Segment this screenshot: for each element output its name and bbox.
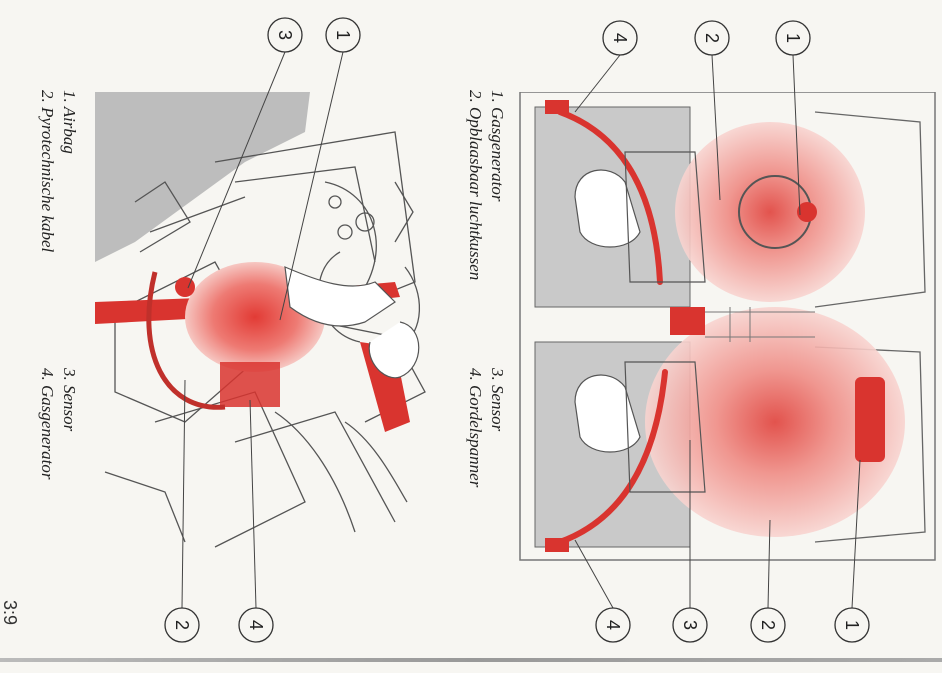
page-number: 3:9 (0, 600, 20, 626)
callout-left-airbag: 1 (333, 29, 354, 40)
cabin-top-view-svg (519, 92, 936, 561)
driver-airbag-glow (675, 122, 865, 302)
passenger-airbag-glow (645, 307, 905, 537)
gas-generator (220, 362, 280, 407)
windshield-panel (95, 92, 310, 262)
callout-right-sensor: 3 (680, 619, 701, 630)
driver-gas-generator (797, 202, 817, 222)
callout-right-generator-bottom: 1 (842, 619, 863, 630)
callout-left-generator: 4 (246, 619, 267, 630)
pyrotechnic-cable (146, 271, 226, 410)
dashboard-front-left (814, 111, 926, 308)
driver-airbag-side-illustration (95, 92, 430, 562)
driver-figure (284, 266, 420, 379)
interior-lines (705, 307, 815, 342)
callout-right-cushion-bottom: 2 (758, 619, 779, 630)
occupants (574, 151, 706, 493)
callout-right-cushion-top: 2 (702, 32, 723, 43)
belt-tensioner-bottom (545, 538, 569, 552)
callout-right-tensioner-bottom: 4 (603, 619, 624, 630)
callout-left-sensor: 3 (275, 29, 296, 40)
callout-left-cable: 2 (172, 619, 193, 630)
cabin-top-view-illustration (515, 92, 940, 562)
belt-tensioner-top (545, 100, 569, 114)
bottom-rule (0, 658, 942, 662)
driver-airbag-side-svg (95, 92, 426, 548)
callout-right-generator-top: 1 (783, 32, 804, 43)
callout-right-tensioner-top: 4 (610, 32, 631, 43)
center-sensor (670, 307, 705, 335)
passenger-gas-generator (855, 377, 885, 462)
